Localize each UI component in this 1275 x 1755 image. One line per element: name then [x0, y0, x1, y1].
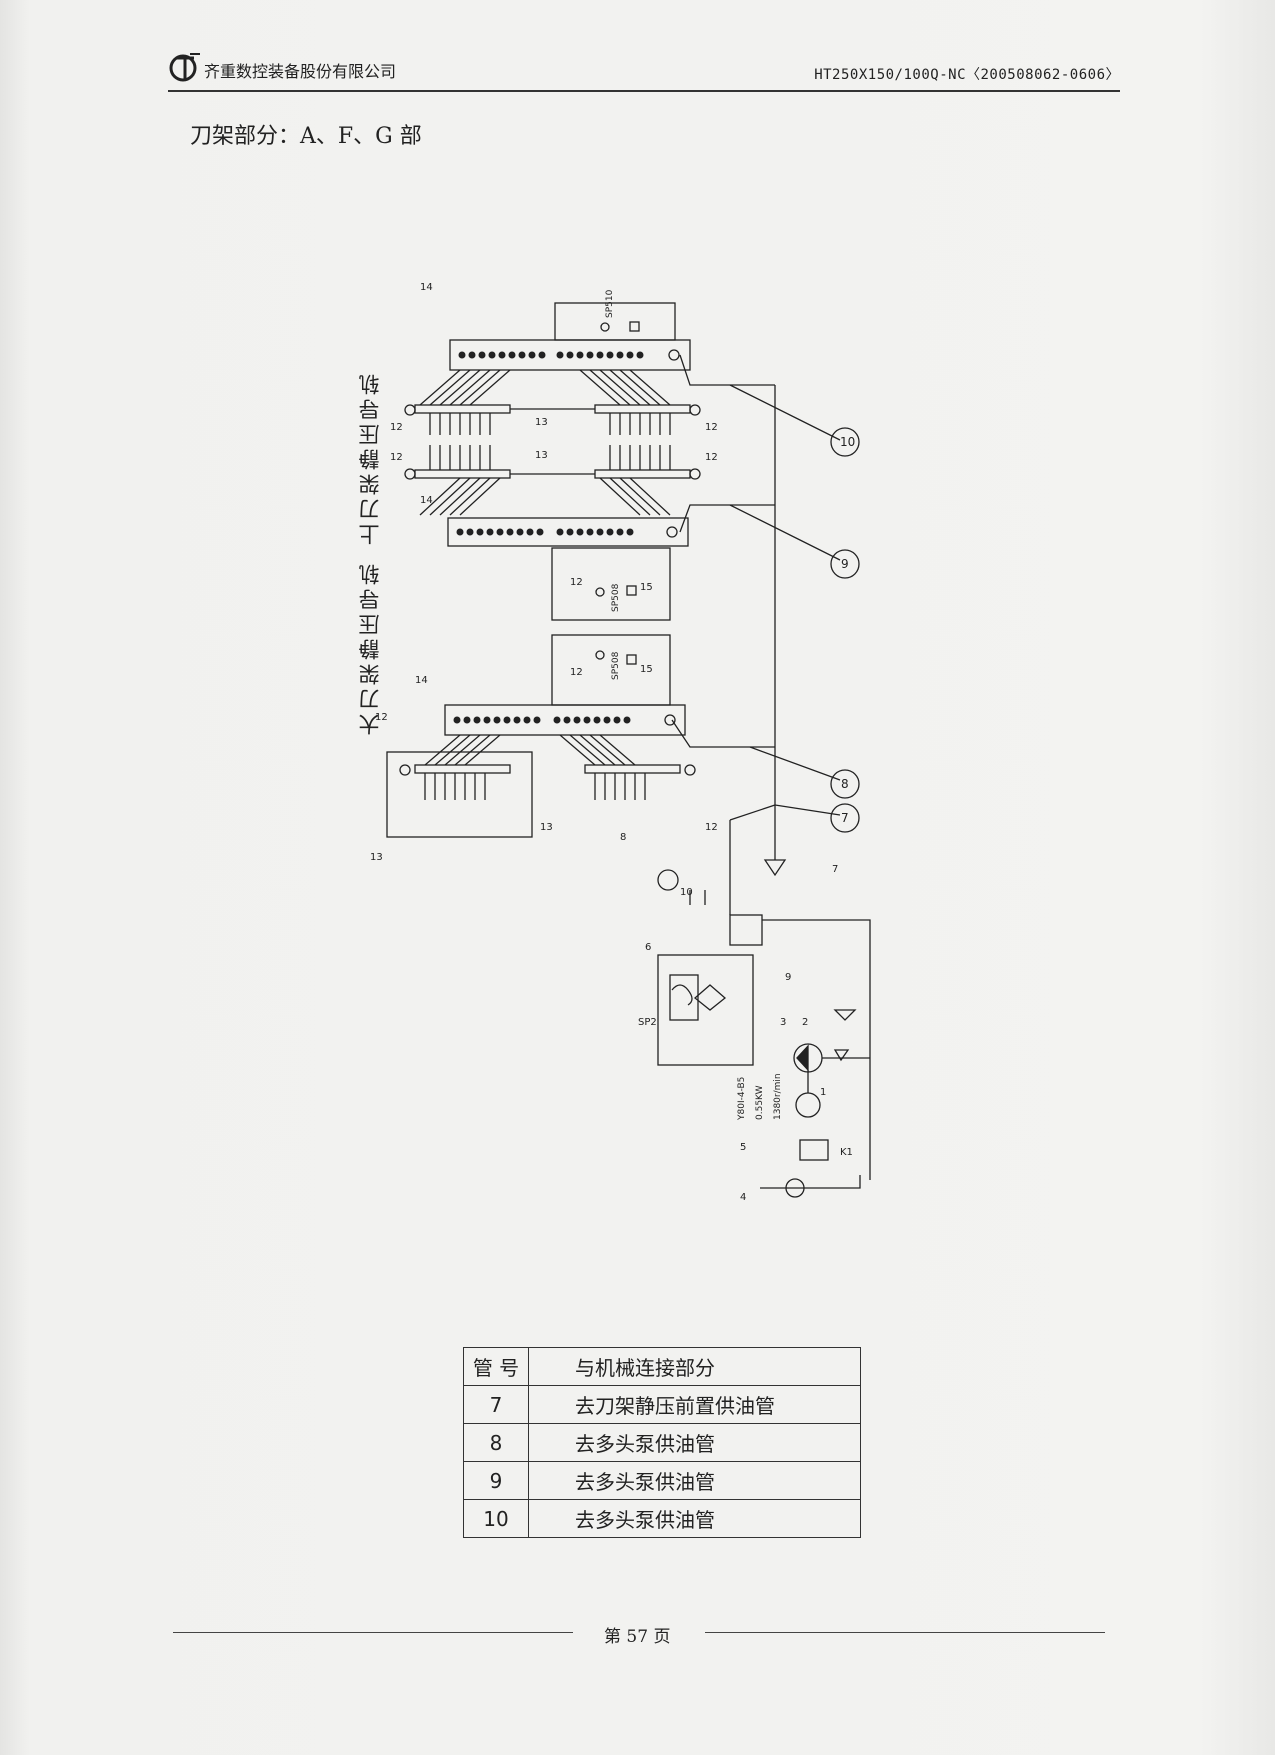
- svg-text:1: 1: [820, 1087, 826, 1098]
- svg-text:4: 4: [740, 1192, 746, 1203]
- svg-text:9: 9: [785, 972, 791, 983]
- table-row: 9 去多头泵供油管: [463, 1461, 861, 1500]
- pipe-no: 10: [463, 1499, 529, 1538]
- page-number: 第 57 页: [604, 1627, 671, 1647]
- pump-station: [657, 859, 871, 1198]
- svg-text:2: 2: [802, 1017, 808, 1028]
- pipe-circle-9: [830, 549, 860, 579]
- header-pipe-no: 管 号: [463, 1347, 529, 1386]
- motor-icon: [795, 1092, 821, 1118]
- pipe-connection: 去多头泵供油管: [528, 1499, 861, 1538]
- svg-text:K1: K1: [840, 1147, 853, 1158]
- svg-text:15: 15: [640, 582, 653, 593]
- svg-text:14: 14: [420, 495, 433, 506]
- pipe-circle-10: [830, 427, 860, 457]
- motor-spec-3: 1380r/min: [773, 1073, 783, 1120]
- upper-distributor-2-ports: [456, 528, 634, 536]
- sp2-filter-box: [657, 954, 754, 1066]
- pipe-circle-label-8: 8: [841, 777, 849, 791]
- svg-text:13: 13: [540, 822, 553, 833]
- pipe-no: 7: [463, 1385, 529, 1424]
- pipe-circle-labels: 10 9 8 7: [840, 435, 855, 825]
- sp508-upper-box: [551, 547, 671, 621]
- pipe-table: 管 号 与机械连接部分 7 去刀架静压前置供油管 8 去多头泵供油管 9 去多头…: [463, 1347, 861, 1538]
- main-supply-lines: [671, 354, 841, 915]
- header-divider: [168, 90, 1120, 92]
- pipe-no: 8: [463, 1423, 529, 1462]
- pipe-circle-7: [830, 803, 860, 833]
- pipe-table-header: 管 号 与机械连接部分: [463, 1347, 861, 1386]
- svg-text:15: 15: [640, 664, 653, 675]
- svg-text:SP508: SP508: [611, 583, 621, 612]
- sp510-switch-icon: [629, 321, 640, 332]
- page-header: 齐重数控装备股份有限公司 HT250X150/100Q-NC〈200508062…: [168, 50, 1120, 90]
- sp510-box: [554, 302, 676, 341]
- svg-text:12: 12: [705, 422, 718, 433]
- svg-text:13: 13: [370, 852, 383, 863]
- svg-text:12: 12: [570, 667, 583, 678]
- svg-text:14: 14: [420, 282, 433, 293]
- motor-spec-2: 0.55KW: [755, 1085, 765, 1120]
- large-distributor: [444, 704, 686, 736]
- table-row: 7 去刀架静压前置供油管: [463, 1385, 861, 1424]
- company-logo-icon: [169, 53, 200, 82]
- table-row: 10 去多头泵供油管: [463, 1499, 861, 1538]
- motor-spec-1: Y80I-4-B5: [737, 1077, 747, 1121]
- pipe-circles: [830, 427, 860, 833]
- svg-text:5: 5: [740, 1142, 746, 1153]
- svg-text:10: 10: [680, 887, 693, 898]
- company-name: 齐重数控装备股份有限公司: [204, 62, 397, 81]
- svg-text:3: 3: [780, 1017, 786, 1028]
- svg-text:12: 12: [390, 452, 403, 463]
- pipe-circle-8: [830, 769, 860, 799]
- header-connection: 与机械连接部分: [528, 1347, 861, 1386]
- footer-line-left: [173, 1632, 573, 1633]
- sp510-label: SP510: [605, 289, 615, 318]
- svg-text:12: 12: [705, 452, 718, 463]
- svg-text:13: 13: [535, 450, 548, 461]
- upper-distributor-1-ports: [458, 351, 644, 359]
- pipe-circle-label-9: 9: [841, 557, 849, 571]
- pipe-no: 9: [463, 1461, 529, 1500]
- svg-text:SP2: SP2: [638, 1017, 657, 1028]
- large-distributor-ports: [453, 716, 631, 724]
- pipe-connection: 去多头泵供油管: [528, 1423, 861, 1462]
- svg-text:12: 12: [375, 712, 388, 723]
- section-title: 刀架部分：A、F、G 部: [190, 124, 422, 149]
- svg-text:14: 14: [415, 675, 428, 686]
- svg-text:13: 13: [535, 417, 548, 428]
- svg-text:6: 6: [645, 942, 651, 953]
- sp510-gauge-icon: [600, 322, 610, 332]
- svg-text:SP508: SP508: [611, 651, 621, 680]
- motor-spec-text: Y80I-4-B5 0.55KW 1380r/min: [737, 1073, 783, 1121]
- document-number: HT250X150/100Q-NC〈200508062-0606〉: [814, 67, 1120, 83]
- svg-text:12: 12: [390, 422, 403, 433]
- svg-text:12: 12: [570, 577, 583, 588]
- upper-distributor-1-inlet: [668, 349, 680, 361]
- svg-text:12: 12: [705, 822, 718, 833]
- large-rail-fan-lines: [386, 734, 696, 838]
- upper-distributor-2: [447, 517, 689, 547]
- upper-rail-fan-lines: [404, 369, 701, 516]
- pipe-connection: 去多头泵供油管: [528, 1461, 861, 1500]
- svg-text:7: 7: [832, 864, 838, 875]
- pipe-connection: 去刀架静压前置供油管: [528, 1385, 861, 1424]
- pipe-circle-label-7: 7: [841, 811, 849, 825]
- svg-text:8: 8: [620, 832, 626, 843]
- table-row: 8 去多头泵供油管: [463, 1423, 861, 1462]
- upper-distributor-1: [449, 339, 691, 371]
- footer-line-right: [705, 1632, 1105, 1633]
- pipe-circle-label-10: 10: [840, 435, 855, 449]
- hydraulic-schematic: SP510: [370, 282, 871, 1203]
